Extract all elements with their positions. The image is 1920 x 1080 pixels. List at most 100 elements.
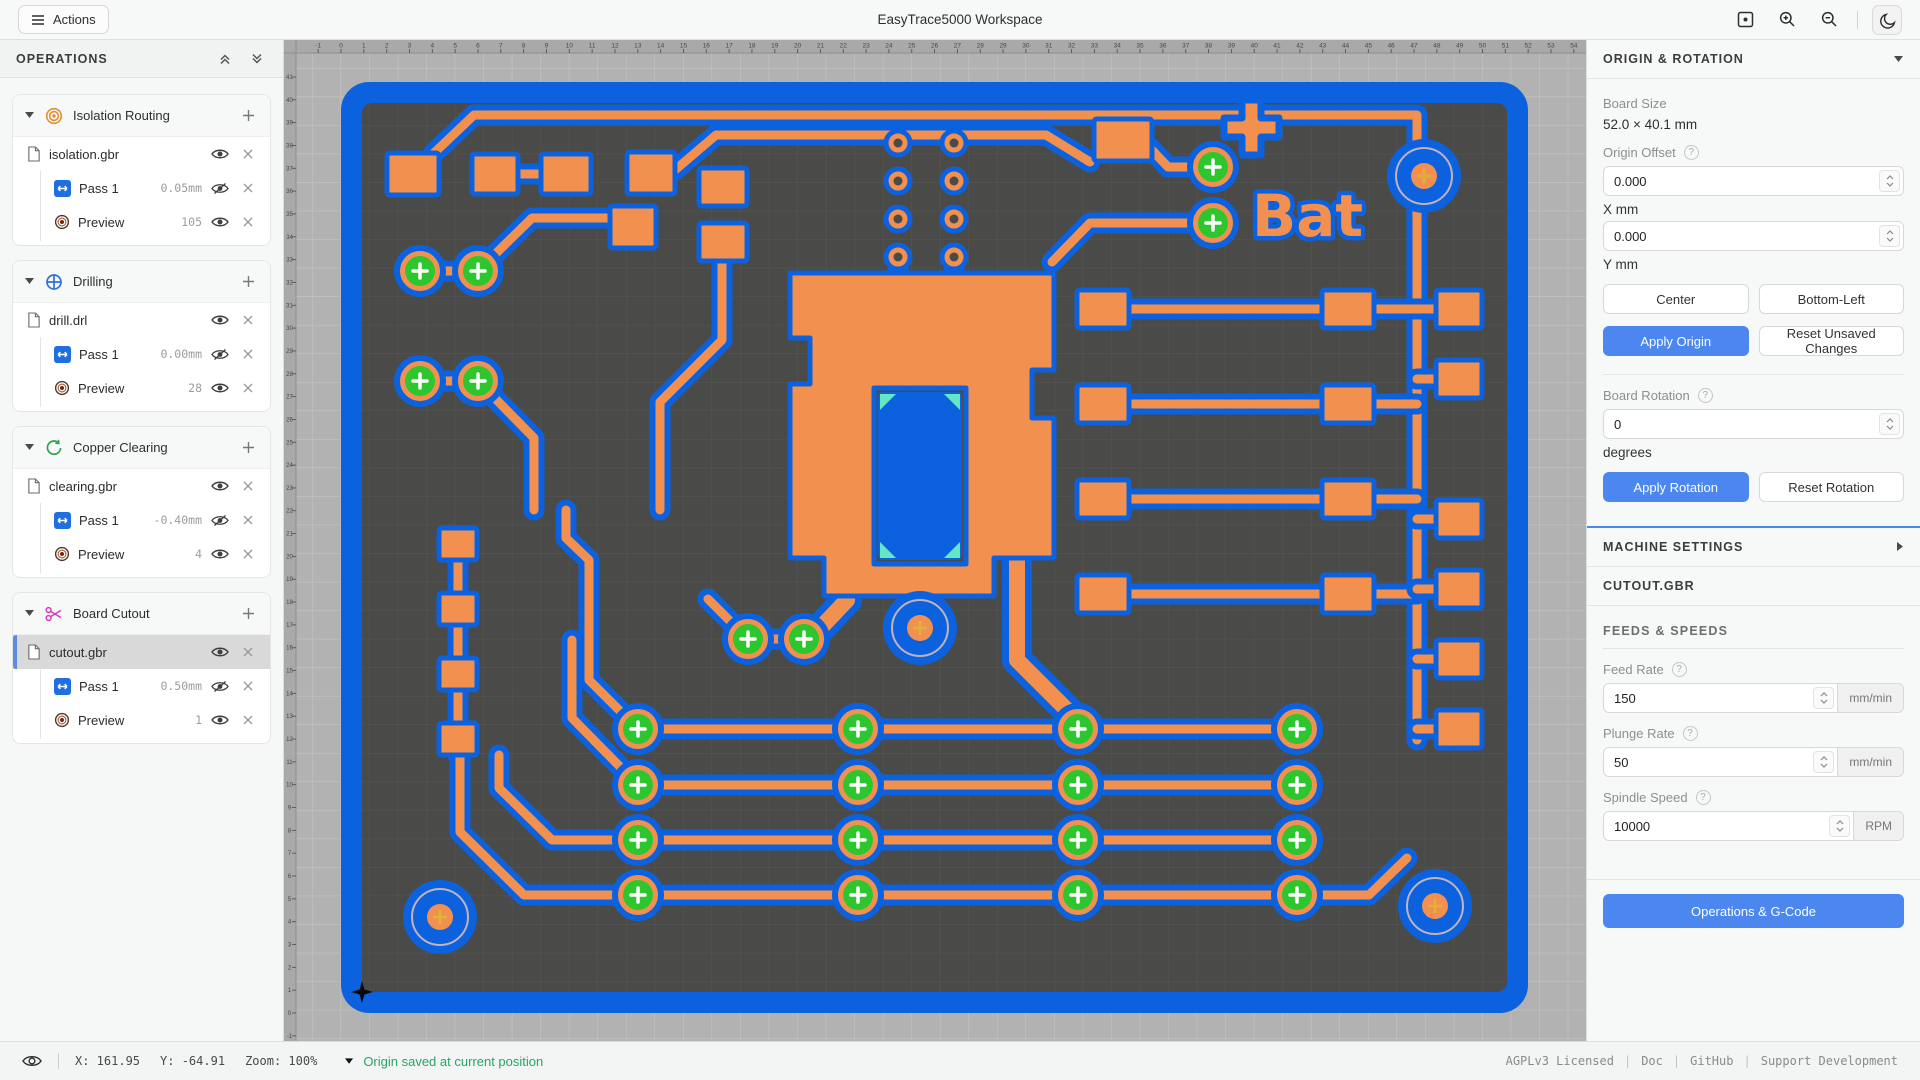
stepper[interactable]: [1879, 413, 1900, 435]
stepper[interactable]: [1813, 751, 1835, 773]
feed-rate-input[interactable]: [1603, 683, 1839, 713]
visibility-toggle[interactable]: [210, 642, 230, 662]
link-separator: |: [1743, 1054, 1751, 1068]
operations-gcode-button[interactable]: Operations & G-Code: [1603, 894, 1904, 928]
preview-row[interactable]: Preview 1: [41, 703, 270, 737]
pass-row[interactable]: Pass 1 0.00mm: [41, 337, 270, 371]
license-link[interactable]: AGPLv3 Licensed: [1505, 1054, 1614, 1068]
pass-row[interactable]: Pass 1 -0.40mm: [41, 503, 270, 537]
visibility-toggle[interactable]: [210, 344, 230, 364]
origin-rotation-header[interactable]: ORIGIN & ROTATION: [1587, 40, 1920, 79]
github-link[interactable]: GitHub: [1690, 1054, 1734, 1068]
machine-settings-header[interactable]: MACHINE SETTINGS: [1587, 526, 1920, 567]
help-icon[interactable]: ?: [1697, 388, 1713, 403]
stepper[interactable]: [1879, 225, 1900, 247]
zoom-in-button[interactable]: [1773, 6, 1801, 34]
collapse-all-button[interactable]: [215, 49, 235, 69]
plunge-rate-input[interactable]: [1603, 747, 1839, 777]
fit-view-button[interactable]: [1731, 6, 1759, 34]
close-icon: [243, 647, 253, 657]
visibility-toggle[interactable]: [210, 310, 230, 330]
visibility-toggle[interactable]: [210, 144, 230, 164]
group-header-cutout[interactable]: Board Cutout: [13, 593, 270, 635]
visibility-toggle[interactable]: [210, 544, 230, 564]
zoom-out-button[interactable]: [1815, 6, 1843, 34]
preview-row[interactable]: Preview 28: [41, 371, 270, 405]
svg-text:16: 16: [286, 646, 293, 652]
pass-icon: [54, 677, 71, 695]
x-mm-label: X mm: [1603, 202, 1639, 217]
apply-origin-button[interactable]: Apply Origin: [1603, 326, 1749, 356]
remove-file-button[interactable]: [238, 642, 258, 662]
svg-text:1: 1: [288, 988, 292, 994]
visibility-toggle[interactable]: [210, 178, 230, 198]
chevron-down-icon: [1820, 699, 1828, 704]
visibility-toggle[interactable]: [210, 676, 230, 696]
remove-preview-button[interactable]: [238, 212, 258, 232]
rotation-input[interactable]: [1603, 409, 1904, 439]
visibility-toggle[interactable]: [210, 378, 230, 398]
remove-pass-button[interactable]: [238, 510, 258, 530]
help-icon[interactable]: ?: [1671, 662, 1687, 677]
file-row-drill[interactable]: drill.drl: [13, 303, 270, 337]
remove-preview-button[interactable]: [238, 378, 258, 398]
help-icon[interactable]: ?: [1695, 790, 1711, 805]
divider: [1603, 374, 1904, 375]
bottom-left-button[interactable]: Bottom-Left: [1758, 284, 1904, 314]
add-pass-button[interactable]: [238, 106, 258, 126]
actions-button[interactable]: Actions: [18, 5, 109, 34]
file-row-isolation[interactable]: isolation.gbr: [13, 137, 270, 171]
origin-x-input[interactable]: [1603, 166, 1904, 196]
group-header-isolation[interactable]: Isolation Routing: [13, 95, 270, 137]
visibility-toggle[interactable]: [210, 212, 230, 232]
spindle-speed-input[interactable]: [1603, 811, 1855, 841]
canvas-visibility-button[interactable]: [22, 1051, 42, 1071]
remove-pass-button[interactable]: [238, 344, 258, 364]
pass-icon: [54, 179, 71, 197]
svg-text:1: 1: [362, 43, 366, 50]
remove-file-button[interactable]: [238, 144, 258, 164]
svg-text:10: 10: [286, 783, 293, 789]
support-link[interactable]: Support Development: [1760, 1054, 1898, 1068]
preview-icon: [54, 546, 70, 562]
add-pass-button[interactable]: [238, 272, 258, 292]
add-pass-button[interactable]: [238, 604, 258, 624]
remove-preview-button[interactable]: [238, 710, 258, 730]
reset-rotation-button[interactable]: Reset Rotation: [1758, 472, 1904, 502]
visibility-toggle[interactable]: [210, 710, 230, 730]
group-header-drilling[interactable]: Drilling: [13, 261, 270, 303]
remove-pass-button[interactable]: [238, 178, 258, 198]
pass-row[interactable]: Pass 1 0.50mm: [41, 669, 270, 703]
help-icon[interactable]: ?: [1682, 726, 1698, 741]
remove-file-button[interactable]: [238, 476, 258, 496]
svg-text:4: 4: [431, 43, 435, 50]
remove-file-button[interactable]: [238, 310, 258, 330]
remove-preview-button[interactable]: [238, 544, 258, 564]
visibility-toggle[interactable]: [210, 476, 230, 496]
origin-status[interactable]: Origin saved at current position: [345, 1054, 543, 1069]
selection-corner-marks: [880, 394, 960, 558]
center-button[interactable]: Center: [1603, 284, 1749, 314]
preview-row[interactable]: Preview 105: [41, 205, 270, 239]
visibility-toggle[interactable]: [210, 510, 230, 530]
svg-text:24: 24: [885, 43, 893, 50]
stepper[interactable]: [1813, 687, 1835, 709]
file-row-cutout-selected[interactable]: cutout.gbr: [13, 635, 270, 669]
apply-rotation-button[interactable]: Apply Rotation: [1603, 472, 1749, 502]
remove-pass-button[interactable]: [238, 676, 258, 696]
origin-y-input[interactable]: [1603, 221, 1904, 251]
reset-unsaved-button[interactable]: Reset Unsaved Changes: [1758, 326, 1904, 356]
stepper[interactable]: [1829, 815, 1851, 837]
expand-all-button[interactable]: [247, 49, 267, 69]
dark-mode-toggle[interactable]: [1872, 4, 1902, 35]
preview-row[interactable]: Preview 4: [41, 537, 270, 571]
file-row-clearing[interactable]: clearing.gbr: [13, 469, 270, 503]
pass-row[interactable]: Pass 1 0.05mm: [41, 171, 270, 205]
add-pass-button[interactable]: [238, 438, 258, 458]
group-header-copper[interactable]: Copper Clearing: [13, 427, 270, 469]
doc-link[interactable]: Doc: [1641, 1054, 1663, 1068]
help-icon[interactable]: ?: [1683, 145, 1699, 160]
stepper[interactable]: [1879, 170, 1900, 192]
